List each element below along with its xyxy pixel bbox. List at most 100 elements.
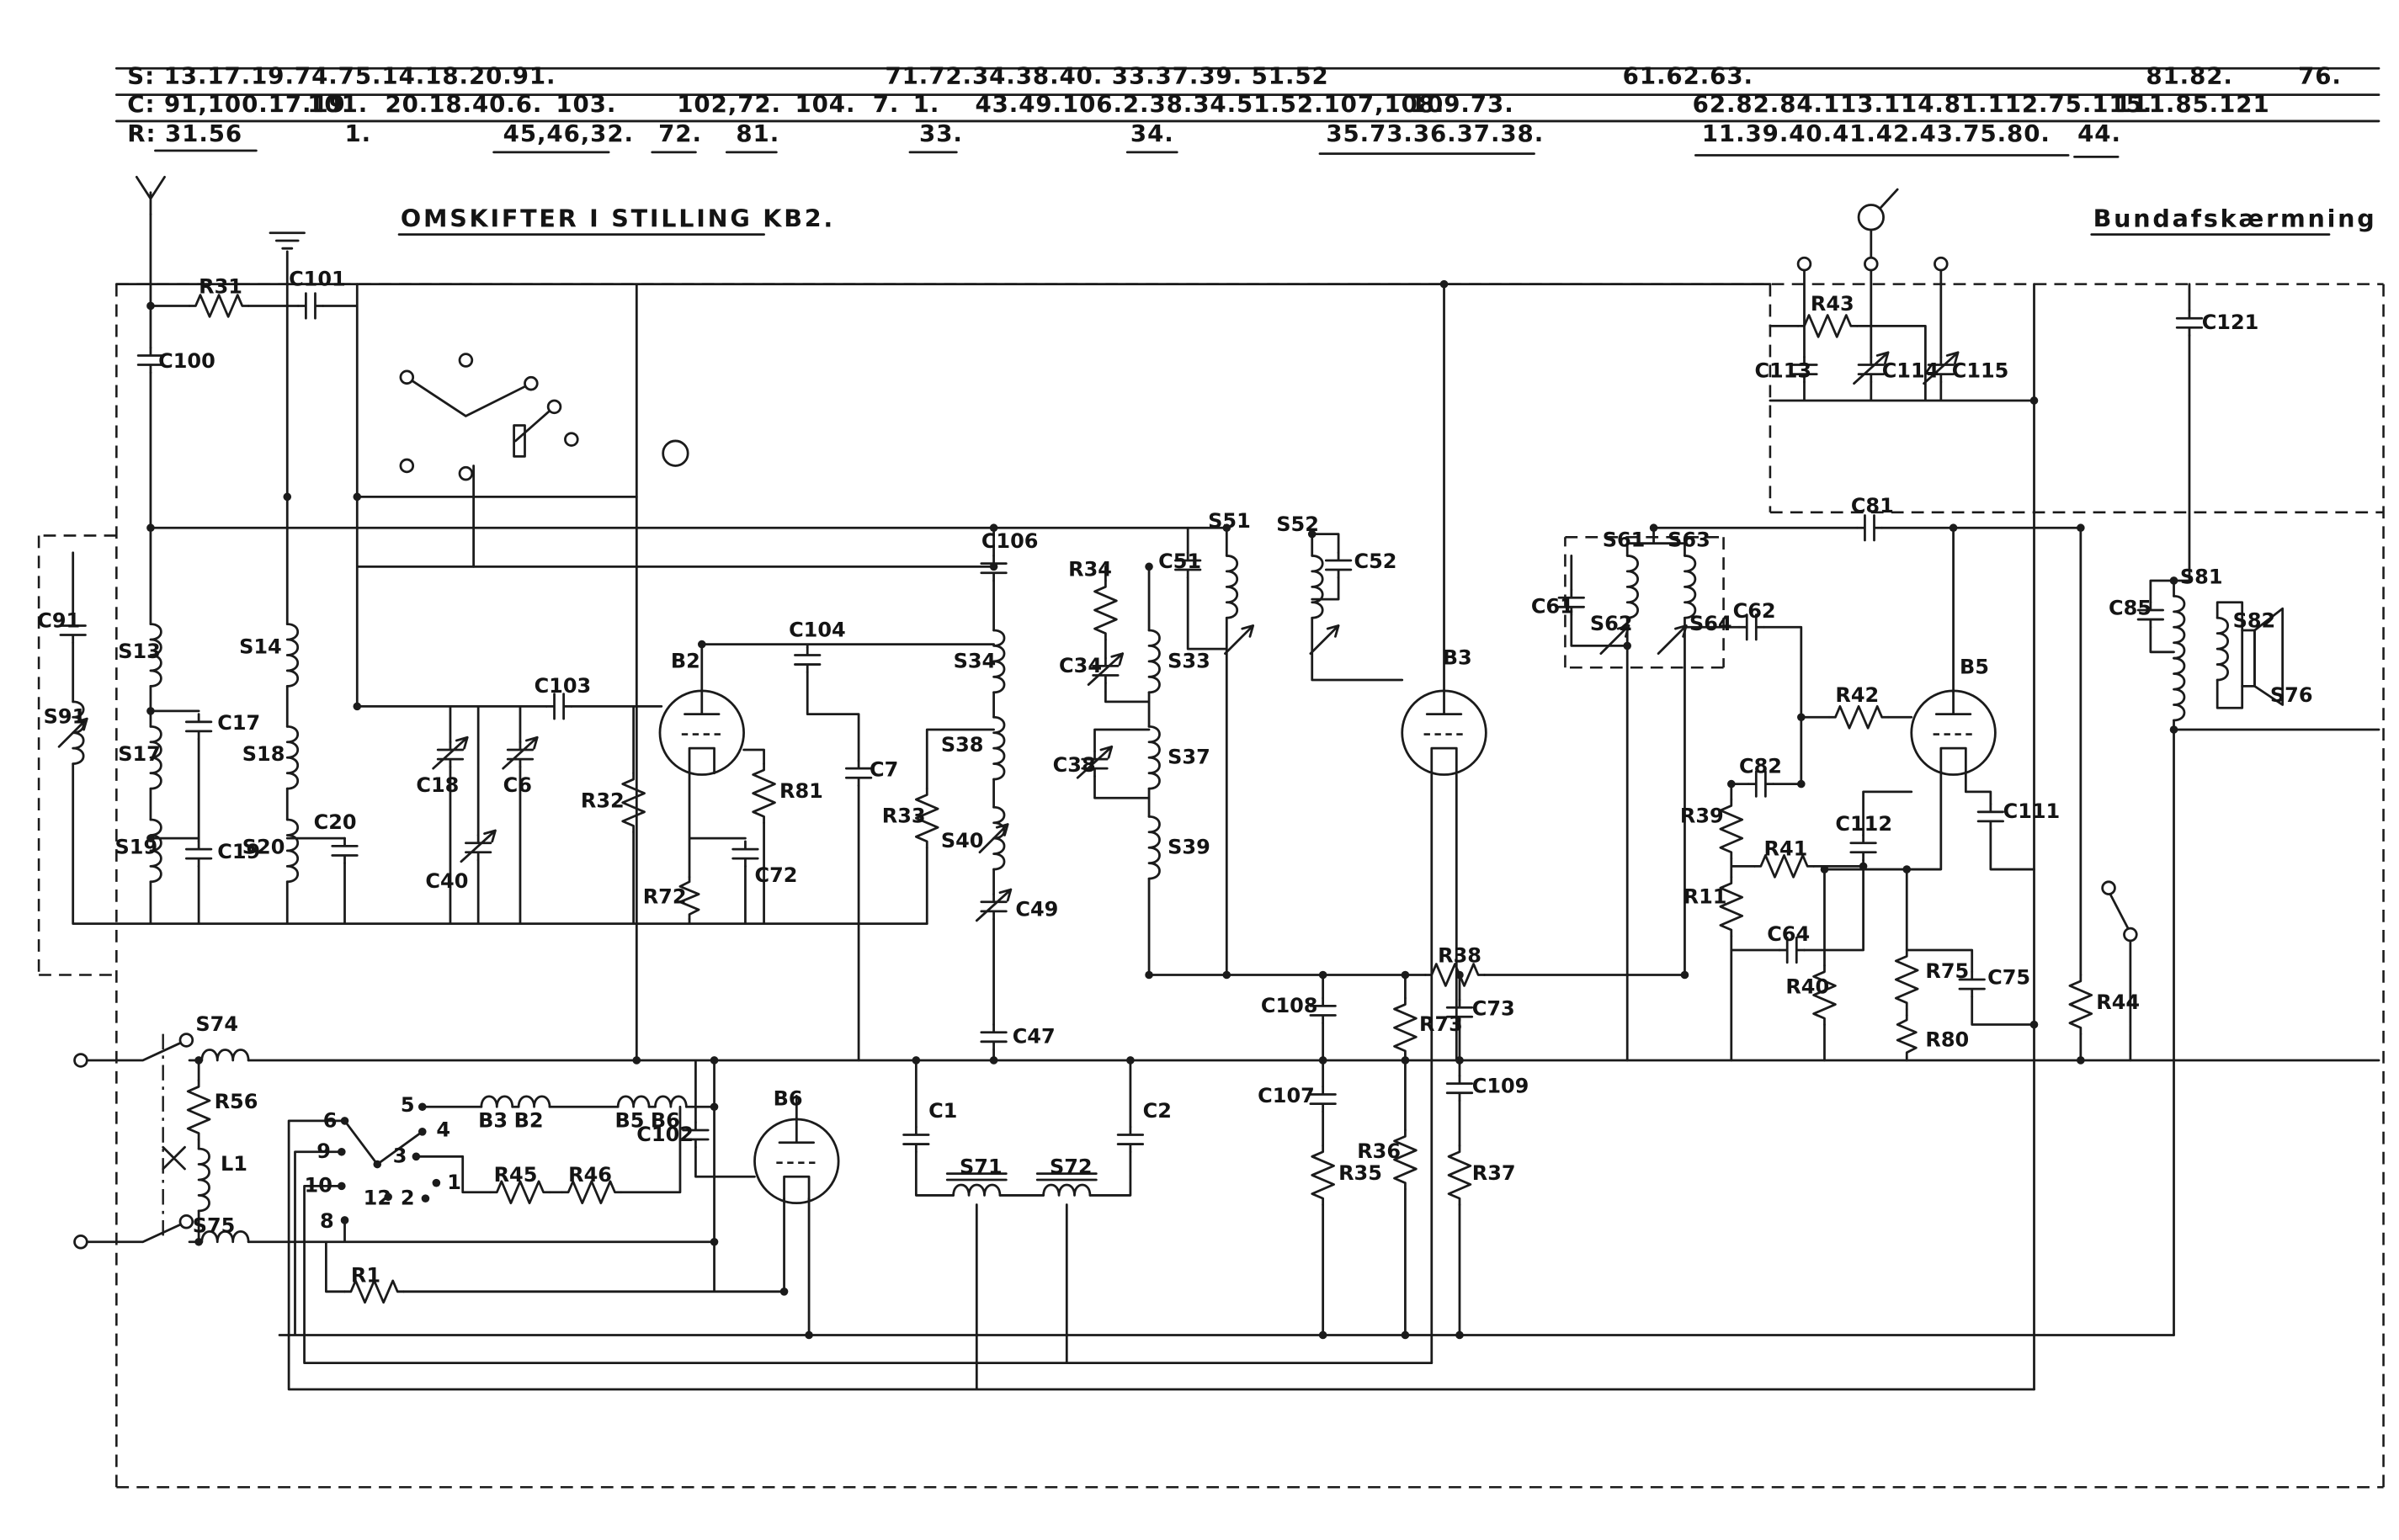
- junction-dot: [373, 1160, 382, 1169]
- resistor-R42: [1827, 704, 1890, 730]
- component-label: C121: [2202, 311, 2259, 334]
- dial-lamp-icon: [1857, 204, 1885, 231]
- coil-S63: [1684, 555, 1697, 619]
- capacitor-C19: [184, 840, 213, 868]
- component-label: S38: [941, 733, 984, 757]
- terminal-contact: [178, 1033, 194, 1048]
- component-label: C64: [1767, 922, 1810, 946]
- component-label: C72: [755, 863, 798, 887]
- component-label: C101: [289, 267, 346, 290]
- component-label: S82: [2233, 608, 2276, 632]
- coil-L1: [197, 1147, 210, 1213]
- component-index-rows: S: 13.17.19.74.75.14.18.20.91.71.72.34.3…: [127, 62, 2342, 147]
- junction-dot: [1859, 862, 1868, 871]
- component-label: R44: [2096, 990, 2140, 1014]
- component-label: R56: [215, 1090, 258, 1113]
- component-label: C40: [425, 869, 468, 893]
- resistor-R43: [1796, 314, 1859, 338]
- capacitor-C1: [902, 1125, 930, 1154]
- trimmer-C18: [432, 735, 469, 770]
- index-entry-r: 44.: [2077, 119, 2121, 147]
- shield-border: [37, 283, 2385, 1489]
- capacitor-C111: [1976, 803, 2004, 831]
- component-label: C104: [789, 618, 846, 641]
- component-label: B3: [1443, 646, 1472, 670]
- trimmer-C40: [460, 829, 497, 863]
- junction-dot: [2029, 396, 2039, 405]
- component-label: S64: [1689, 612, 1732, 635]
- component-label: R37: [1472, 1161, 1516, 1185]
- component-label: R32: [581, 789, 625, 812]
- junction-dot: [1318, 1056, 1327, 1065]
- index-entry-s: 76.: [2298, 62, 2342, 90]
- component-label: R80: [1925, 1028, 1969, 1051]
- component-label: R35: [1338, 1161, 1382, 1185]
- terminal-contact: [546, 399, 562, 415]
- resistor-R32: [621, 772, 646, 834]
- coil-S72: [1042, 1183, 1092, 1197]
- capacitor-C101: [296, 292, 325, 320]
- coil-S74: [200, 1049, 250, 1062]
- coil-S61: [1625, 555, 1640, 619]
- junction-dot: [338, 1182, 346, 1191]
- terminal-contact: [2123, 927, 2138, 943]
- component-label: S61: [1603, 528, 1646, 551]
- index-entry-r: 45,46,32.: [503, 119, 634, 147]
- component-label: C20: [314, 810, 357, 834]
- component-label: S14: [239, 635, 282, 659]
- capacitor-C81: [1855, 514, 1884, 542]
- trimmer-C6: [502, 735, 539, 770]
- junction-dot: [1455, 970, 1464, 980]
- coil-S39: [1147, 815, 1161, 880]
- component-label: 8: [320, 1209, 334, 1233]
- component-label: C62: [1733, 599, 1776, 623]
- junction-dot: [353, 702, 362, 711]
- coil-S71: [952, 1183, 1002, 1197]
- junction-dot: [1401, 1330, 1410, 1340]
- coil-S82: [2215, 616, 2230, 682]
- component-label: R41: [1764, 836, 1808, 860]
- coil-S14: [285, 623, 300, 688]
- component-label: C91: [37, 608, 80, 632]
- component-label: R42: [1835, 683, 1879, 707]
- tube-B5: [1910, 689, 1997, 776]
- component-label: C18: [416, 773, 459, 797]
- component-label: R40: [1785, 975, 1829, 999]
- component-label: S72: [1050, 1155, 1093, 1179]
- junction-dot: [418, 1102, 427, 1112]
- component-label: C1: [928, 1099, 957, 1123]
- resistor-R73: [1393, 996, 1418, 1059]
- component-label: R36: [1357, 1139, 1401, 1163]
- junction-dot: [632, 1056, 641, 1065]
- component-label: S81: [2180, 566, 2223, 589]
- junction-dot: [1401, 1056, 1410, 1065]
- component-label: B5: [1960, 656, 1989, 679]
- index-rules: [114, 66, 2380, 158]
- component-label: 9: [316, 1139, 331, 1163]
- junction-dot: [1439, 279, 1449, 289]
- heater-choke-B2: [517, 1095, 551, 1108]
- component-label: C73: [1472, 996, 1515, 1020]
- junction-dot: [194, 1056, 203, 1065]
- component-label: C106: [981, 529, 1039, 553]
- coil-S52: [1311, 555, 1324, 619]
- index-entry-c: C: 91,100.17.19.: [127, 90, 355, 118]
- component-label: C61: [1531, 595, 1574, 619]
- capacitor-C20: [331, 836, 359, 865]
- index-entry-c: 62.82.84.113.114.81.112.75.115.: [1693, 90, 2153, 118]
- tuning-arrow-S64: [1657, 624, 1688, 656]
- component-label: R81: [779, 779, 823, 803]
- tube-B2: [658, 689, 745, 776]
- terminal-contact: [1796, 256, 1812, 272]
- component-label: S74: [195, 1012, 238, 1036]
- junction-dot: [989, 562, 998, 571]
- component-label: C6: [503, 773, 532, 797]
- junction-dot: [1727, 779, 1736, 789]
- index-entry-s: 71.72.34.38.40. 33.37.39. 51.52: [885, 62, 1328, 90]
- component-label: C2: [1143, 1099, 1172, 1123]
- junction-dot: [710, 1102, 719, 1112]
- component-label: S37: [1168, 746, 1210, 769]
- capacitor-C103: [545, 693, 573, 720]
- junction-dot: [1797, 779, 1806, 789]
- junction-dot: [432, 1178, 441, 1187]
